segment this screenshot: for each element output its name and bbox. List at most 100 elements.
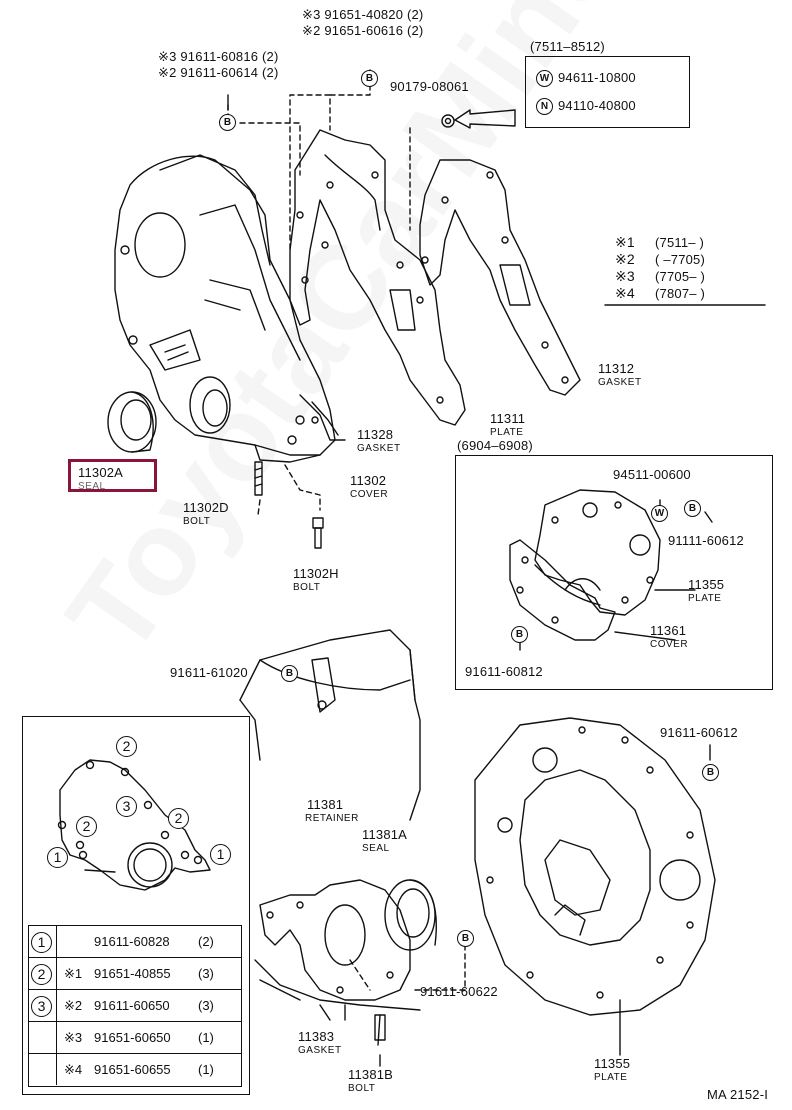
table-row-qty: (1) <box>198 1030 214 1045</box>
washer-nut-box <box>525 56 690 128</box>
part-label-91611-60612: 91611-60612 <box>660 725 738 740</box>
table-row-qty: (3) <box>198 998 214 1013</box>
seal-11302A-drawing <box>107 391 157 453</box>
part-label-91111-60612: 91111-60612 <box>668 533 744 548</box>
table-row-mark: ※1 <box>64 966 83 981</box>
part-sub-11312: GASKET <box>598 377 642 388</box>
b-symbol-circle: B <box>361 70 378 87</box>
b-symbol-circle: B <box>281 665 298 682</box>
table-row-symbol: 1 <box>31 932 52 953</box>
inset-cover-drawing <box>57 759 211 891</box>
arrow-90179-drawing <box>441 109 516 129</box>
table-row-part: 91611-60828 <box>94 934 170 949</box>
plate-11355-bottom-drawing <box>474 717 716 1056</box>
part-label-11381A: 11381A <box>362 827 408 842</box>
timing-cover-drawing <box>114 154 336 463</box>
note-range-1: (7511– ) <box>655 235 705 250</box>
bolt-11302D-drawing <box>254 461 263 496</box>
part-label-11328: 11328 <box>357 427 394 442</box>
inset-mark-2-right: 2 <box>168 808 189 829</box>
gasket-11312-drawing <box>419 159 581 396</box>
seal-11381A-drawing <box>384 879 437 951</box>
part-label-11302H: 11302H <box>293 566 339 581</box>
legend-table-rule <box>28 1053 241 1055</box>
part-sub-11381A: SEAL <box>362 843 390 854</box>
range-label-top: (7511–8512) <box>530 39 605 54</box>
part-label-94110-40800: 94110-40800 <box>558 98 636 113</box>
range-label-mid: (6904–6908) <box>457 438 533 453</box>
part-label-11312: 11312 <box>598 361 635 376</box>
part-label-91611-60812: 91611-60812 <box>465 664 543 679</box>
engine-block-drawing <box>239 629 421 1011</box>
note-mark-3: ※3 <box>615 268 635 284</box>
note-range-3: (7705– ) <box>655 269 706 284</box>
part-label-91611-60622: 91611-60622 <box>420 984 498 999</box>
inset-box <box>22 716 250 1095</box>
table-row-symbol: 2 <box>31 964 52 985</box>
part-label-11311: 11311 <box>490 411 526 426</box>
part-sub-11302A: SEAL <box>78 481 106 492</box>
n-symbol-circle: N <box>536 98 553 115</box>
part-label-11361: 11361 <box>650 623 687 638</box>
part-label-11302: 11302 <box>350 473 387 488</box>
dashed-leaders-bottom <box>349 944 466 991</box>
note-mark-2: ※2 <box>615 251 635 267</box>
part-sub-11381: RETAINER <box>305 813 359 824</box>
legend-table <box>28 925 242 1087</box>
table-row-part: 91611-60650 <box>94 998 170 1013</box>
inset-mark-2-left: 2 <box>76 816 97 837</box>
part-sub-11383: GASKET <box>298 1045 342 1056</box>
inset-mark-1-left: 1 <box>47 847 68 868</box>
note-mark-4: ※4 <box>615 285 635 301</box>
part-sub-11311: PLATE <box>490 427 524 438</box>
part-label-11383: 11383 <box>298 1029 335 1044</box>
b-symbol-circle: B <box>457 930 474 947</box>
legend-table-divider <box>56 925 58 1085</box>
w-symbol-circle: W <box>651 505 668 522</box>
part-label-94611-10800: 94611-10800 <box>558 70 636 85</box>
part-label-11381: 11381 <box>307 797 344 812</box>
part-label-11381B: 11381B <box>348 1067 394 1082</box>
table-row-mark: ※2 <box>64 998 83 1013</box>
legend-table-rule <box>28 957 241 959</box>
part-sub-11302D: BOLT <box>183 516 211 527</box>
part-sub-11381B: BOLT <box>348 1083 376 1094</box>
b-symbol-circle: B <box>511 626 528 643</box>
variant-box-6904-6908 <box>455 455 773 690</box>
retainer-11381-drawing <box>259 879 411 1001</box>
note-range-4: (7807– ) <box>655 286 706 301</box>
dashed-leaders-top <box>227 84 411 516</box>
table-row-symbol: 3 <box>31 996 52 1017</box>
part-label-11302A: 11302A <box>78 465 124 480</box>
table-row-qty: (3) <box>198 966 214 981</box>
part-label-91611-60816: ※3 91611-60816 (2) <box>158 49 279 64</box>
inset-mark-3: 3 <box>116 796 137 817</box>
part-label-11355-bottom: 11355 <box>594 1056 631 1071</box>
highlight-box-11302A <box>68 459 157 492</box>
b-symbol-circle: B <box>219 114 236 131</box>
table-row-qty: (2) <box>198 934 214 949</box>
legend-table-rule <box>28 989 241 991</box>
part-sub-11355-mid: PLATE <box>688 593 722 604</box>
b-symbol-circle: B <box>684 500 701 517</box>
legend-table-rule <box>28 1021 241 1023</box>
inset-mark-2-top: 2 <box>116 736 137 757</box>
part-label-91651-60616: ※2 91651-60616 (2) <box>302 23 424 38</box>
part-label-90179-08061: 90179-08061 <box>390 79 469 94</box>
part-label-11302D: 11302D <box>183 500 229 515</box>
table-row-part: 91651-60650 <box>94 1030 171 1045</box>
note-range-2: ( –7705) <box>655 252 706 267</box>
part-sub-11361: COVER <box>650 639 689 650</box>
w-symbol-circle: W <box>536 70 553 87</box>
note-mark-1: ※1 <box>615 234 635 250</box>
part-label-91611-61020: 91611-61020 <box>170 665 248 680</box>
part-sub-11302H: BOLT <box>293 582 321 593</box>
part-label-11355-mid: 11355 <box>688 577 725 592</box>
inset-mark-1-right: 1 <box>210 844 231 865</box>
part-sub-11355-bottom: PLATE <box>594 1072 628 1083</box>
table-row-mark: ※3 <box>64 1030 83 1045</box>
cover-11361-drawing <box>509 539 616 641</box>
table-row-mark: ※4 <box>64 1062 83 1077</box>
gasket-11383-drawing <box>319 1004 386 1046</box>
